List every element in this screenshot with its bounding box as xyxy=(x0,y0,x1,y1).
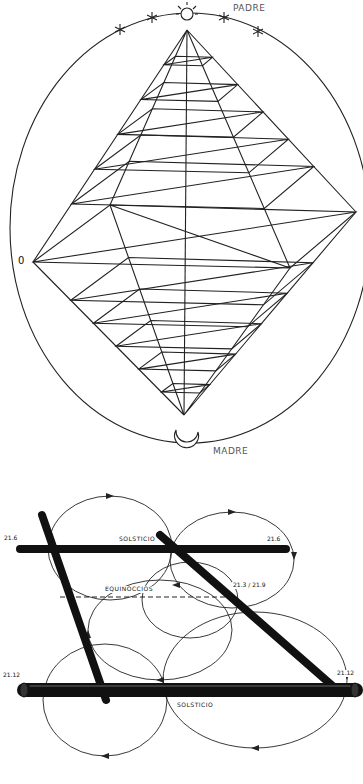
sun-symbol xyxy=(176,2,198,20)
date-label: 21.3 / 21.9 xyxy=(232,582,267,589)
cosmic-figure xyxy=(10,2,363,448)
date-label: 21.6 xyxy=(3,535,18,542)
solstice-label: SOLSTICIO xyxy=(118,536,156,543)
orbit-loops xyxy=(43,496,347,756)
equinox-line xyxy=(60,597,232,598)
moon-symbol xyxy=(175,430,199,448)
solar-cycle-figure xyxy=(20,493,359,759)
pyramid-lattice xyxy=(33,30,356,415)
sky-label: PADRE xyxy=(232,4,266,14)
equinox-label: EQUINOCCIOS xyxy=(104,586,154,593)
solstice-bars xyxy=(20,515,359,700)
origin-label: 0 xyxy=(17,255,25,266)
date-label: 21.6 xyxy=(266,536,281,543)
solstice-label: SOLSTICIO xyxy=(176,702,214,709)
earth-label: MADRE xyxy=(212,447,249,457)
date-label: 21.12 xyxy=(336,670,355,677)
loop-arrowheads xyxy=(45,493,350,759)
date-label: 21.12 xyxy=(2,672,21,679)
orbit-circle xyxy=(10,13,363,443)
